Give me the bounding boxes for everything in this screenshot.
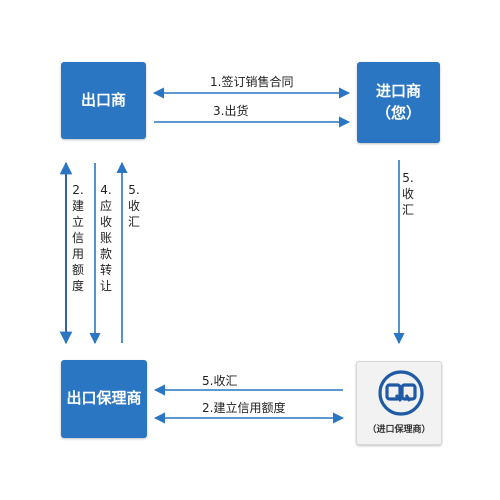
step-credit-bottom: 2.建立信用额度 <box>202 401 286 415</box>
exporter-box: 出口商 <box>61 62 146 139</box>
importer-label: 进口商 <box>375 81 421 100</box>
export-factor-label: 出口保理商 <box>66 389 142 408</box>
step-credit-left: 2.建立信用额度 <box>71 183 84 293</box>
exporter-label: 出口商 <box>80 90 126 109</box>
step-collect-left: 5.收汇 <box>127 183 140 229</box>
importer-sub-label: （您） <box>375 103 421 122</box>
import-factor-box: （进口保理商） <box>356 361 442 445</box>
import-factor-logo-icon <box>378 370 424 416</box>
importer-box: 进口商 （您） <box>357 62 440 143</box>
import-factor-caption: （进口保理商） <box>367 425 431 435</box>
export-factor-box: 出口保理商 <box>61 360 147 438</box>
step-ship: 3.出货 <box>213 104 249 118</box>
step-collect-bottom: 5.收汇 <box>202 374 238 388</box>
step-assign-left: 4.应收账款转让 <box>99 183 112 293</box>
step-sign-contract: 1.签订销售合同 <box>210 75 294 89</box>
step-collect-importer: 5.收汇 <box>401 171 414 217</box>
